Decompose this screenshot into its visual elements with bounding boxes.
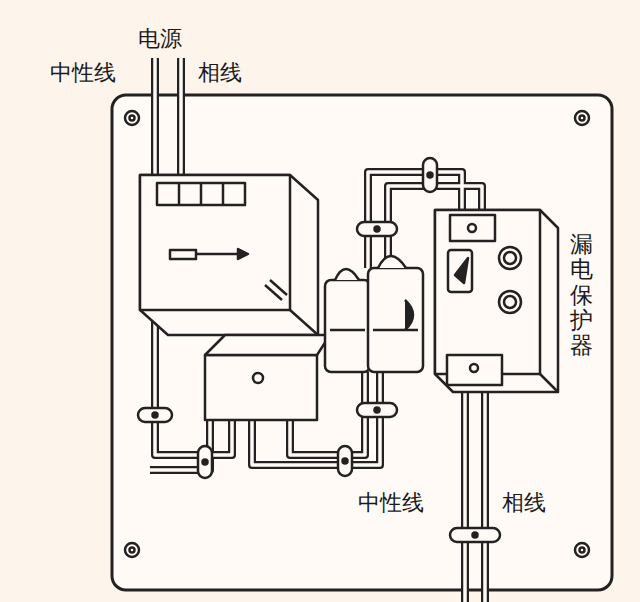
mounting-board xyxy=(112,95,612,590)
device-label: 漏电保护器 xyxy=(570,232,593,358)
wire-label: 相线 xyxy=(500,490,548,515)
cable-clips xyxy=(138,158,500,542)
fuse-switch xyxy=(325,256,423,372)
leakage-protector xyxy=(435,210,558,392)
wire-label: 电源 xyxy=(136,26,184,51)
energy-meter xyxy=(140,175,330,420)
wire-label: 中性线 xyxy=(356,490,426,515)
wire-label: 相线 xyxy=(196,60,244,85)
screws xyxy=(125,111,589,557)
wire-label: 中性线 xyxy=(48,60,118,85)
